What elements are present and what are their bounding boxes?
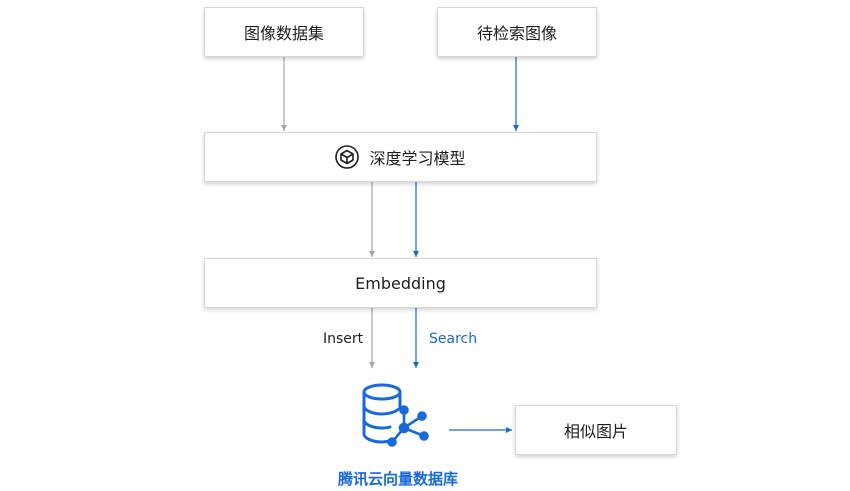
- insert-label: Insert: [323, 331, 364, 347]
- image-dataset-box: 图像数据集: [204, 7, 364, 57]
- similar-images-box: 相似图片: [515, 405, 677, 455]
- query-image-box: 待检索图像: [437, 7, 597, 57]
- search-label: Search: [429, 331, 478, 347]
- deep-learning-model-box: 深度学习模型: [204, 132, 597, 182]
- query-image-label: 待检索图像: [476, 24, 557, 43]
- vector-db-label: 腾讯云向量数据库: [337, 470, 458, 488]
- cube-icon: [335, 145, 360, 169]
- deep-learning-model-label: 深度学习模型: [369, 149, 466, 168]
- database-icon: [362, 383, 429, 447]
- embedding-box: Embedding: [204, 258, 597, 308]
- image-dataset-label: 图像数据集: [243, 24, 324, 43]
- embedding-label: Embedding: [355, 273, 446, 293]
- similar-images-label: 相似图片: [563, 422, 628, 441]
